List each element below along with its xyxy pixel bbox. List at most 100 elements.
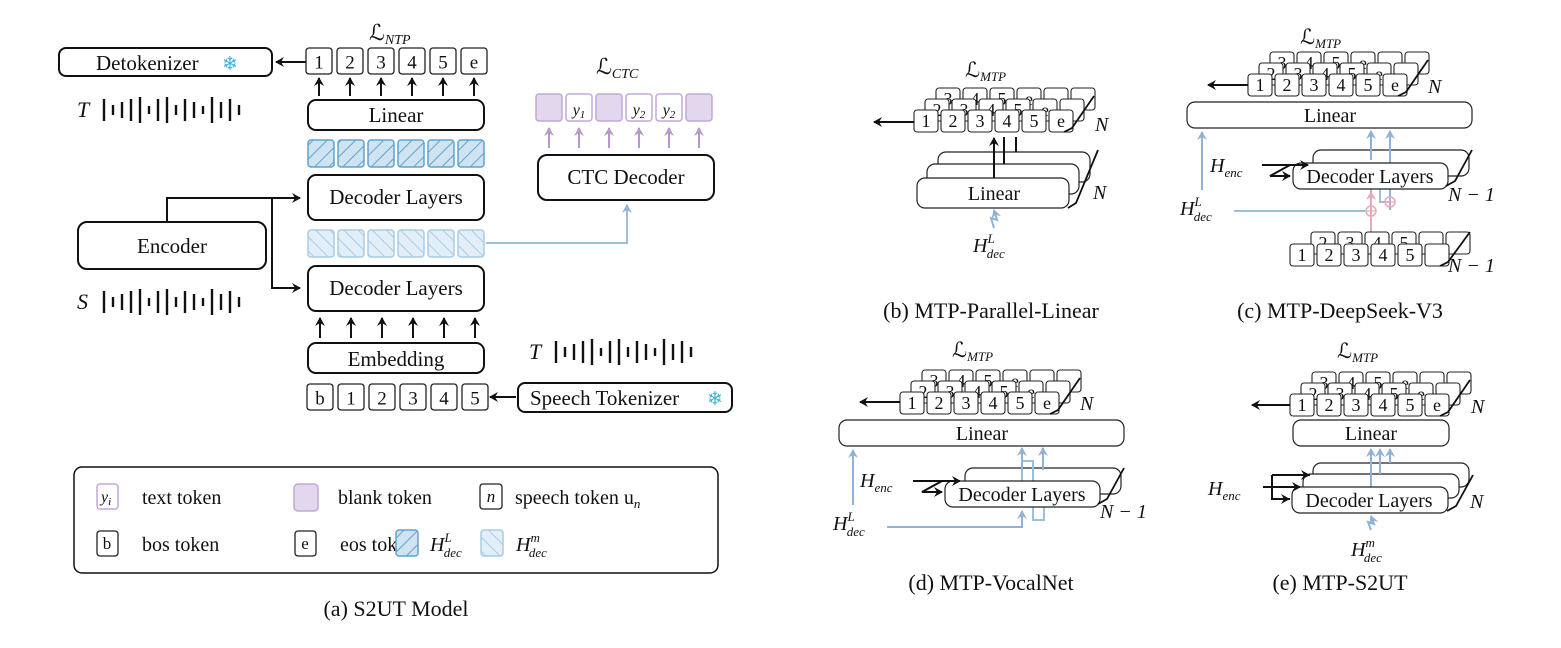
token-label: e — [470, 52, 478, 73]
wave-s-label: S — [77, 289, 88, 314]
token-label: 1 — [1298, 395, 1307, 415]
caption-a: (a) S2UT Model — [323, 596, 468, 621]
input-token — [430, 383, 458, 411]
linear-label: Linear — [1304, 105, 1357, 127]
n-label: N — [1470, 396, 1486, 418]
input-row-1 — [1424, 243, 1450, 267]
token-row-1 — [1034, 391, 1060, 415]
waveform-icon — [102, 97, 241, 123]
decoder-layer-front — [944, 480, 1101, 508]
token-label: 5 — [438, 52, 448, 73]
token-row-1 — [1301, 73, 1327, 97]
panel-e: ℒMTP 345e2345e12345e N Linear Decoder La… — [1207, 339, 1486, 595]
hdec-m-cell — [307, 229, 335, 258]
token-label: e — [1433, 395, 1441, 415]
input-token — [399, 383, 427, 411]
caption-d: (d) MTP-VocalNet — [908, 570, 1073, 595]
decoder-layers-bottom-box — [307, 265, 485, 312]
token-label: 3 — [376, 52, 386, 73]
token-label: e — [1057, 111, 1065, 131]
decoder-layers-label: Decoder Layers — [1306, 166, 1433, 188]
linear-to-token-lines — [1003, 137, 1017, 164]
token-label: 4 — [1379, 395, 1388, 415]
embedding-label: Embedding — [348, 347, 445, 371]
stack-bracket — [1097, 467, 1125, 505]
input-arrows — [315, 317, 480, 338]
token-label: 5 — [1030, 111, 1039, 131]
linear-label: Linear — [968, 183, 1021, 205]
token-label: 5 — [1406, 395, 1415, 415]
hdec-L-cell — [307, 139, 335, 168]
mtp-token-stack: 345e2345e12345e — [1247, 51, 1430, 97]
token-label: 2 — [1325, 395, 1334, 415]
h-enc-label: Henc — [1209, 155, 1243, 180]
token-label: 2 — [1319, 233, 1328, 253]
waveform-icon — [554, 339, 693, 365]
loss-ctc-label: ℒCTC — [596, 54, 639, 82]
stack-bracket — [1049, 377, 1081, 415]
hdec-m-cell — [337, 229, 365, 258]
stack-bracket — [1439, 231, 1471, 267]
legend-blank-token-swatch — [293, 483, 319, 512]
hdec-m-row — [307, 229, 485, 258]
speech-tokenizer-label: Speech Tokenizer — [530, 386, 679, 410]
token-row-1 — [1397, 393, 1423, 417]
output-token — [429, 47, 457, 75]
input-row-1 — [1370, 243, 1396, 267]
decoder-layer-front — [1291, 486, 1449, 514]
legend-text-token-swatch — [96, 483, 119, 510]
speech-tokenizer-box — [517, 382, 733, 413]
legend-eos-swatch — [294, 530, 317, 557]
decoder-layers-label: Decoder Layers — [958, 484, 1085, 506]
token-label: b — [315, 388, 325, 409]
token-row-1 — [1355, 73, 1381, 97]
token-label: y2 — [631, 102, 646, 121]
encoder-label: Encoder — [137, 234, 207, 258]
linear-box — [1186, 101, 1473, 129]
n-label-2: N — [1469, 491, 1485, 513]
wave-t-label: T — [77, 97, 91, 122]
embedding-box — [307, 342, 485, 374]
panel-c: ℒMTP 345e2345e12345e N Linear Decoder La… — [1179, 25, 1495, 323]
legend-text-token-label: text token — [142, 487, 221, 509]
legend-bos-label: bos token — [142, 534, 219, 556]
detokenizer-label: Detokenizer — [96, 51, 199, 75]
ctc-arrows — [544, 127, 704, 148]
output-token — [336, 47, 364, 75]
input-row-2 — [1445, 231, 1471, 255]
token-label: 1 — [922, 111, 931, 131]
linear-label: Linear — [1345, 423, 1398, 445]
hdec-m-cell — [367, 229, 395, 258]
panel-d: ℒMTP 345e2345e12345e N Linear Decoder La… — [832, 338, 1147, 595]
token-label: 5 — [1364, 75, 1373, 95]
stack-bracket — [1446, 474, 1474, 512]
token-row-1 — [1048, 109, 1074, 133]
h-enc-arrow-2 — [1269, 164, 1291, 181]
token-row-1 — [953, 391, 979, 415]
caption-c: (c) MTP-DeepSeek-V3 — [1237, 298, 1443, 323]
encoder-to-decoder-bottom-arrow — [271, 198, 301, 293]
token-label: 4 — [1373, 233, 1382, 253]
token-label: 5 — [1400, 233, 1409, 253]
token-label: 1 — [1298, 245, 1307, 265]
wave-t2-label: T — [529, 339, 543, 364]
n-minus-1-label: N − 1 — [1099, 501, 1147, 523]
loss-mtp-label: ℒMTP — [1337, 339, 1378, 365]
output-token — [367, 47, 395, 75]
token-label: 1 — [1256, 75, 1265, 95]
token-label: 3 — [1352, 395, 1361, 415]
stack-bracket — [1397, 59, 1429, 97]
stack-bracket — [1445, 149, 1473, 187]
ctc-token — [565, 93, 593, 122]
legend-speech-token-label: speech token un — [515, 487, 640, 511]
mtp-token-stack: 345e2345e12345e — [899, 369, 1082, 415]
